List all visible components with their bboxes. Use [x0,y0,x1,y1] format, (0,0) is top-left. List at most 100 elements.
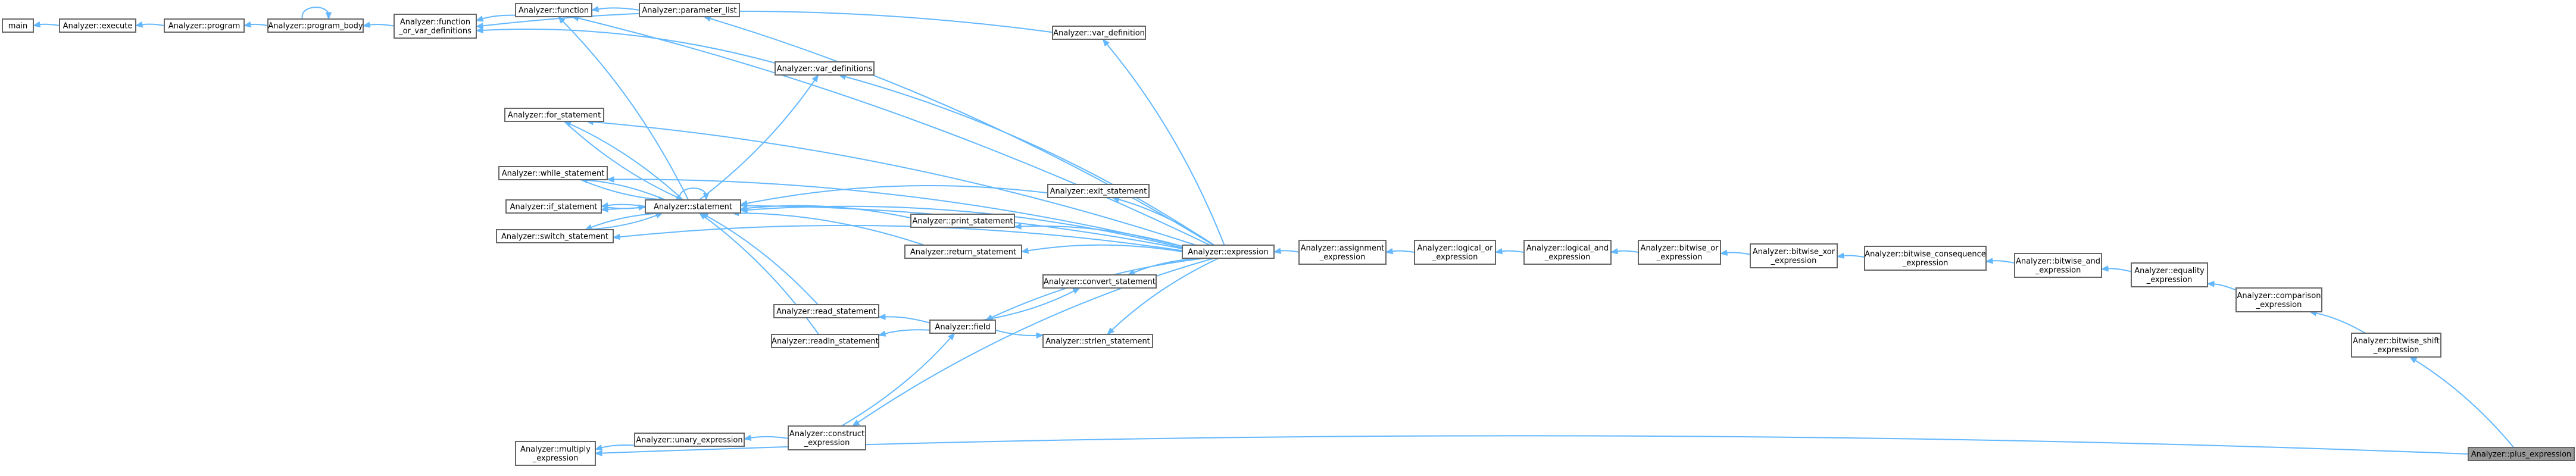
node-construct-expression[interactable]: Analyzer::construct_expression [788,425,866,450]
edge-for-statement-to-statement [563,121,684,201]
node-if-statement[interactable]: Analyzer::if_statement [505,199,602,214]
edge-program-body-to-program-body [301,7,332,20]
edge-line [841,337,951,427]
edge-expression-to-exit-statement [1111,196,1215,246]
edge-logical-or-expression-to-assignment-expression [1385,248,1415,255]
node-label: Analyzer::exit_statement [1050,187,1147,196]
edge-line [709,17,1214,246]
edge-line [1117,198,1215,246]
edge-line [613,178,1183,248]
node-logical-or-expression[interactable]: Analyzer::logical_or_expression [1414,240,1496,265]
edge-line [585,214,658,230]
node-box [1042,334,1153,348]
node-box [1750,243,1838,268]
edge-field-to-strlen-statement [995,329,1044,339]
edge-bitwise-xor-expression-to-bitwise-or-expression [1719,249,1751,256]
node-bitwise-shift-expression[interactable]: Analyzer::bitwise_shift_expression [2351,333,2441,358]
node-expression[interactable]: Analyzer::expression [1182,245,1275,259]
edge-line [1279,250,1300,253]
node-label: Analyzer::unary_expression [636,436,742,445]
edge-line [746,205,911,219]
edge-statement-to-statement [679,187,710,201]
node-box [773,304,879,318]
edge-field-to-read-statement [878,314,931,324]
node-statement[interactable]: Analyzer::statement [645,199,741,214]
edge-arrowhead [600,206,608,212]
edge-plus-expression-to-multiply-expression [594,435,2469,456]
node-box [164,18,245,33]
node-label: Analyzer::logical_or [1417,244,1493,253]
node-var-definitions[interactable]: Analyzer::var_definitions [775,61,875,76]
node-for-statement[interactable]: Analyzer::for_statement [504,108,604,122]
node-box [515,441,596,466]
node-comparison-expression[interactable]: Analyzer::comparison_expression [2235,287,2322,312]
node-var-definition[interactable]: Analyzer::var_definition [1052,26,1146,40]
node-bitwise-or-expression[interactable]: Analyzer::bitwise_or_expression [1638,240,1721,265]
edge-construct-expression-to-unary-expression [743,434,789,441]
node-box [2131,262,2208,287]
node-box [1638,240,1721,265]
node-bitwise-consequence-expression[interactable]: Analyzer::bitwise_consequence_expression [1864,246,1987,271]
node-field[interactable]: Analyzer::field [929,320,996,334]
node-convert-statement[interactable]: Analyzer::convert_statement [1042,274,1157,289]
node-label: Analyzer::equality [2134,267,2205,275]
node-function[interactable]: Analyzer::function [515,3,592,17]
node-print-statement[interactable]: Analyzer::print_statement [910,214,1015,228]
edge-line [1991,260,2015,264]
node-label: Analyzer::plus_expression [2471,450,2572,459]
node-label: Analyzer::while_statement [502,170,605,178]
node-main[interactable]: main [2,18,34,33]
node-box [645,199,741,214]
edge-arrowhead [2409,356,2418,364]
node-label: _expression [1771,256,1817,265]
edge-arrowhead [1719,249,1728,256]
node-label: Analyzer::readln_statement [772,337,879,346]
edge-return-statement-to-statement [731,209,925,246]
node-program[interactable]: Analyzer::program [164,18,245,33]
edge-line [562,20,689,201]
edge-line [482,29,776,64]
node-logical-and-expression[interactable]: Analyzer::logical_and_expression [1523,240,1612,265]
node-bitwise-and-expression[interactable]: Analyzer::bitwise_and_expression [2014,253,2102,278]
node-while-statement[interactable]: Analyzer::while_statement [498,166,608,180]
node-readln-statement[interactable]: Analyzer::readln_statement [771,334,879,348]
node-read-statement[interactable]: Analyzer::read_statement [773,304,879,318]
edge-arrowhead [878,330,886,337]
edge-arrowhead [1385,248,1394,255]
edge-arrowhead [1836,252,1845,259]
node-label: Analyzer::program [168,22,241,31]
node-label: _expression [2146,275,2193,284]
node-plus-expression[interactable]: Analyzer::plus_expression [2468,447,2575,461]
node-assignment-expression[interactable]: Analyzer::assignment_expression [1298,240,1387,265]
edge-line [39,23,60,26]
node-switch-statement[interactable]: Analyzer::switch_statement [496,229,614,243]
edge-line [1843,255,1865,258]
edge-arrowhead [591,6,599,12]
node-execute[interactable]: Analyzer::execute [59,18,136,33]
node-label: Analyzer::strlen_statement [1045,337,1150,346]
node-label: _expression [1656,253,1703,262]
node-box [2014,253,2102,278]
node-func-or-var[interactable]: Analyzer::function_or_var_definitions [394,14,477,39]
node-program-body[interactable]: Analyzer::program_body [267,18,364,33]
node-return-statement[interactable]: Analyzer::return_statement [904,245,1022,259]
node-exit-statement[interactable]: Analyzer::exit_statement [1047,184,1150,198]
node-label: Analyzer::statement [654,203,732,212]
node-bitwise-xor-expression[interactable]: Analyzer::bitwise_xor_expression [1750,243,1838,268]
node-multiply-expression[interactable]: Analyzer::multiply_expression [515,441,596,466]
node-parameter-list[interactable]: Analyzer::parameter_list [639,3,740,17]
edge-line [249,23,268,26]
edge-arrowhead [948,333,956,341]
node-label: _expression [1319,253,1366,262]
node-unary-expression[interactable]: Analyzer::unary_expression [634,433,745,447]
edge-line [1726,252,1751,255]
edge-var-definition-to-func-or-var [475,10,1053,33]
node-box [771,334,879,348]
node-strlen-statement[interactable]: Analyzer::strlen_statement [1042,334,1153,348]
node-box [2351,333,2441,358]
node-equality-expression[interactable]: Analyzer::equality_expression [2131,262,2208,287]
edge-line [141,23,165,26]
node-label: Analyzer::function [519,7,589,15]
edge-switch-statement-to-statement [585,212,664,230]
